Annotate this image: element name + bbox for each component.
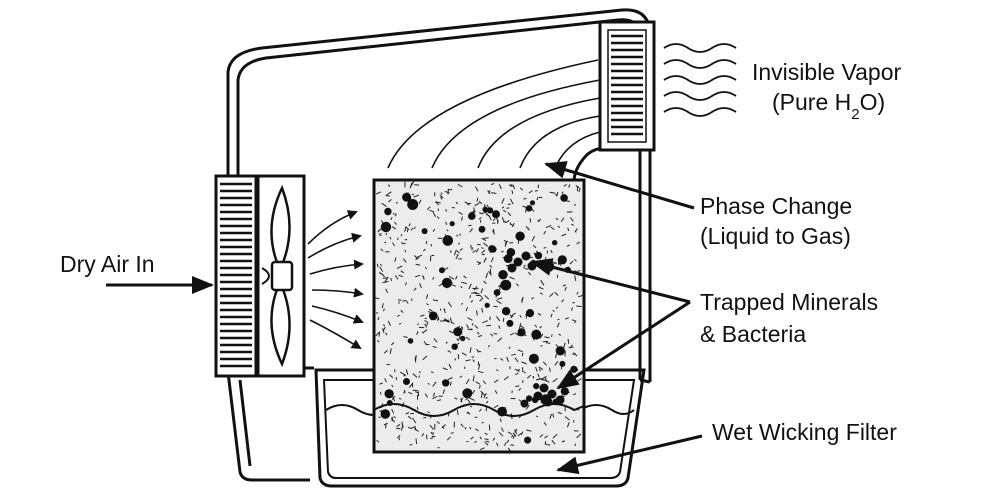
filter-arrow — [556, 434, 703, 475]
incoming-airflow-arrows — [307, 210, 364, 350]
phase-change-arrow — [544, 161, 695, 210]
water-basin — [226, 368, 646, 488]
minerals-label-line1: Trapped Minerals — [700, 289, 878, 315]
phase-change-label-line1: Phase Change — [700, 193, 852, 219]
labels: Invisible Vapor (Pure H2O) Phase Change … — [60, 59, 901, 445]
minerals-arrow-upper — [530, 258, 691, 304]
filter-label: Wet Wicking Filter — [712, 419, 897, 445]
exhaust-grille-icon — [598, 20, 656, 152]
minerals-arrow-lower — [556, 300, 691, 390]
callout-arrows — [106, 161, 703, 475]
water-line-in-filter — [373, 403, 585, 417]
vapor-label-line2: (Pure H2O) — [772, 89, 885, 123]
phase-change-label-line2: (Liquid to Gas) — [700, 223, 851, 249]
dry-air-label: Dry Air In — [60, 251, 155, 277]
wicking-filter — [372, 178, 586, 454]
minerals-label-line2: & Bacteria — [700, 321, 806, 347]
exhaust-vapor-waves — [663, 43, 737, 117]
vapor-flow-lines — [387, 59, 601, 169]
fan-icon — [256, 174, 306, 378]
vapor-label-line1: Invisible Vapor — [752, 59, 901, 85]
intake-grille-icon — [214, 174, 258, 378]
